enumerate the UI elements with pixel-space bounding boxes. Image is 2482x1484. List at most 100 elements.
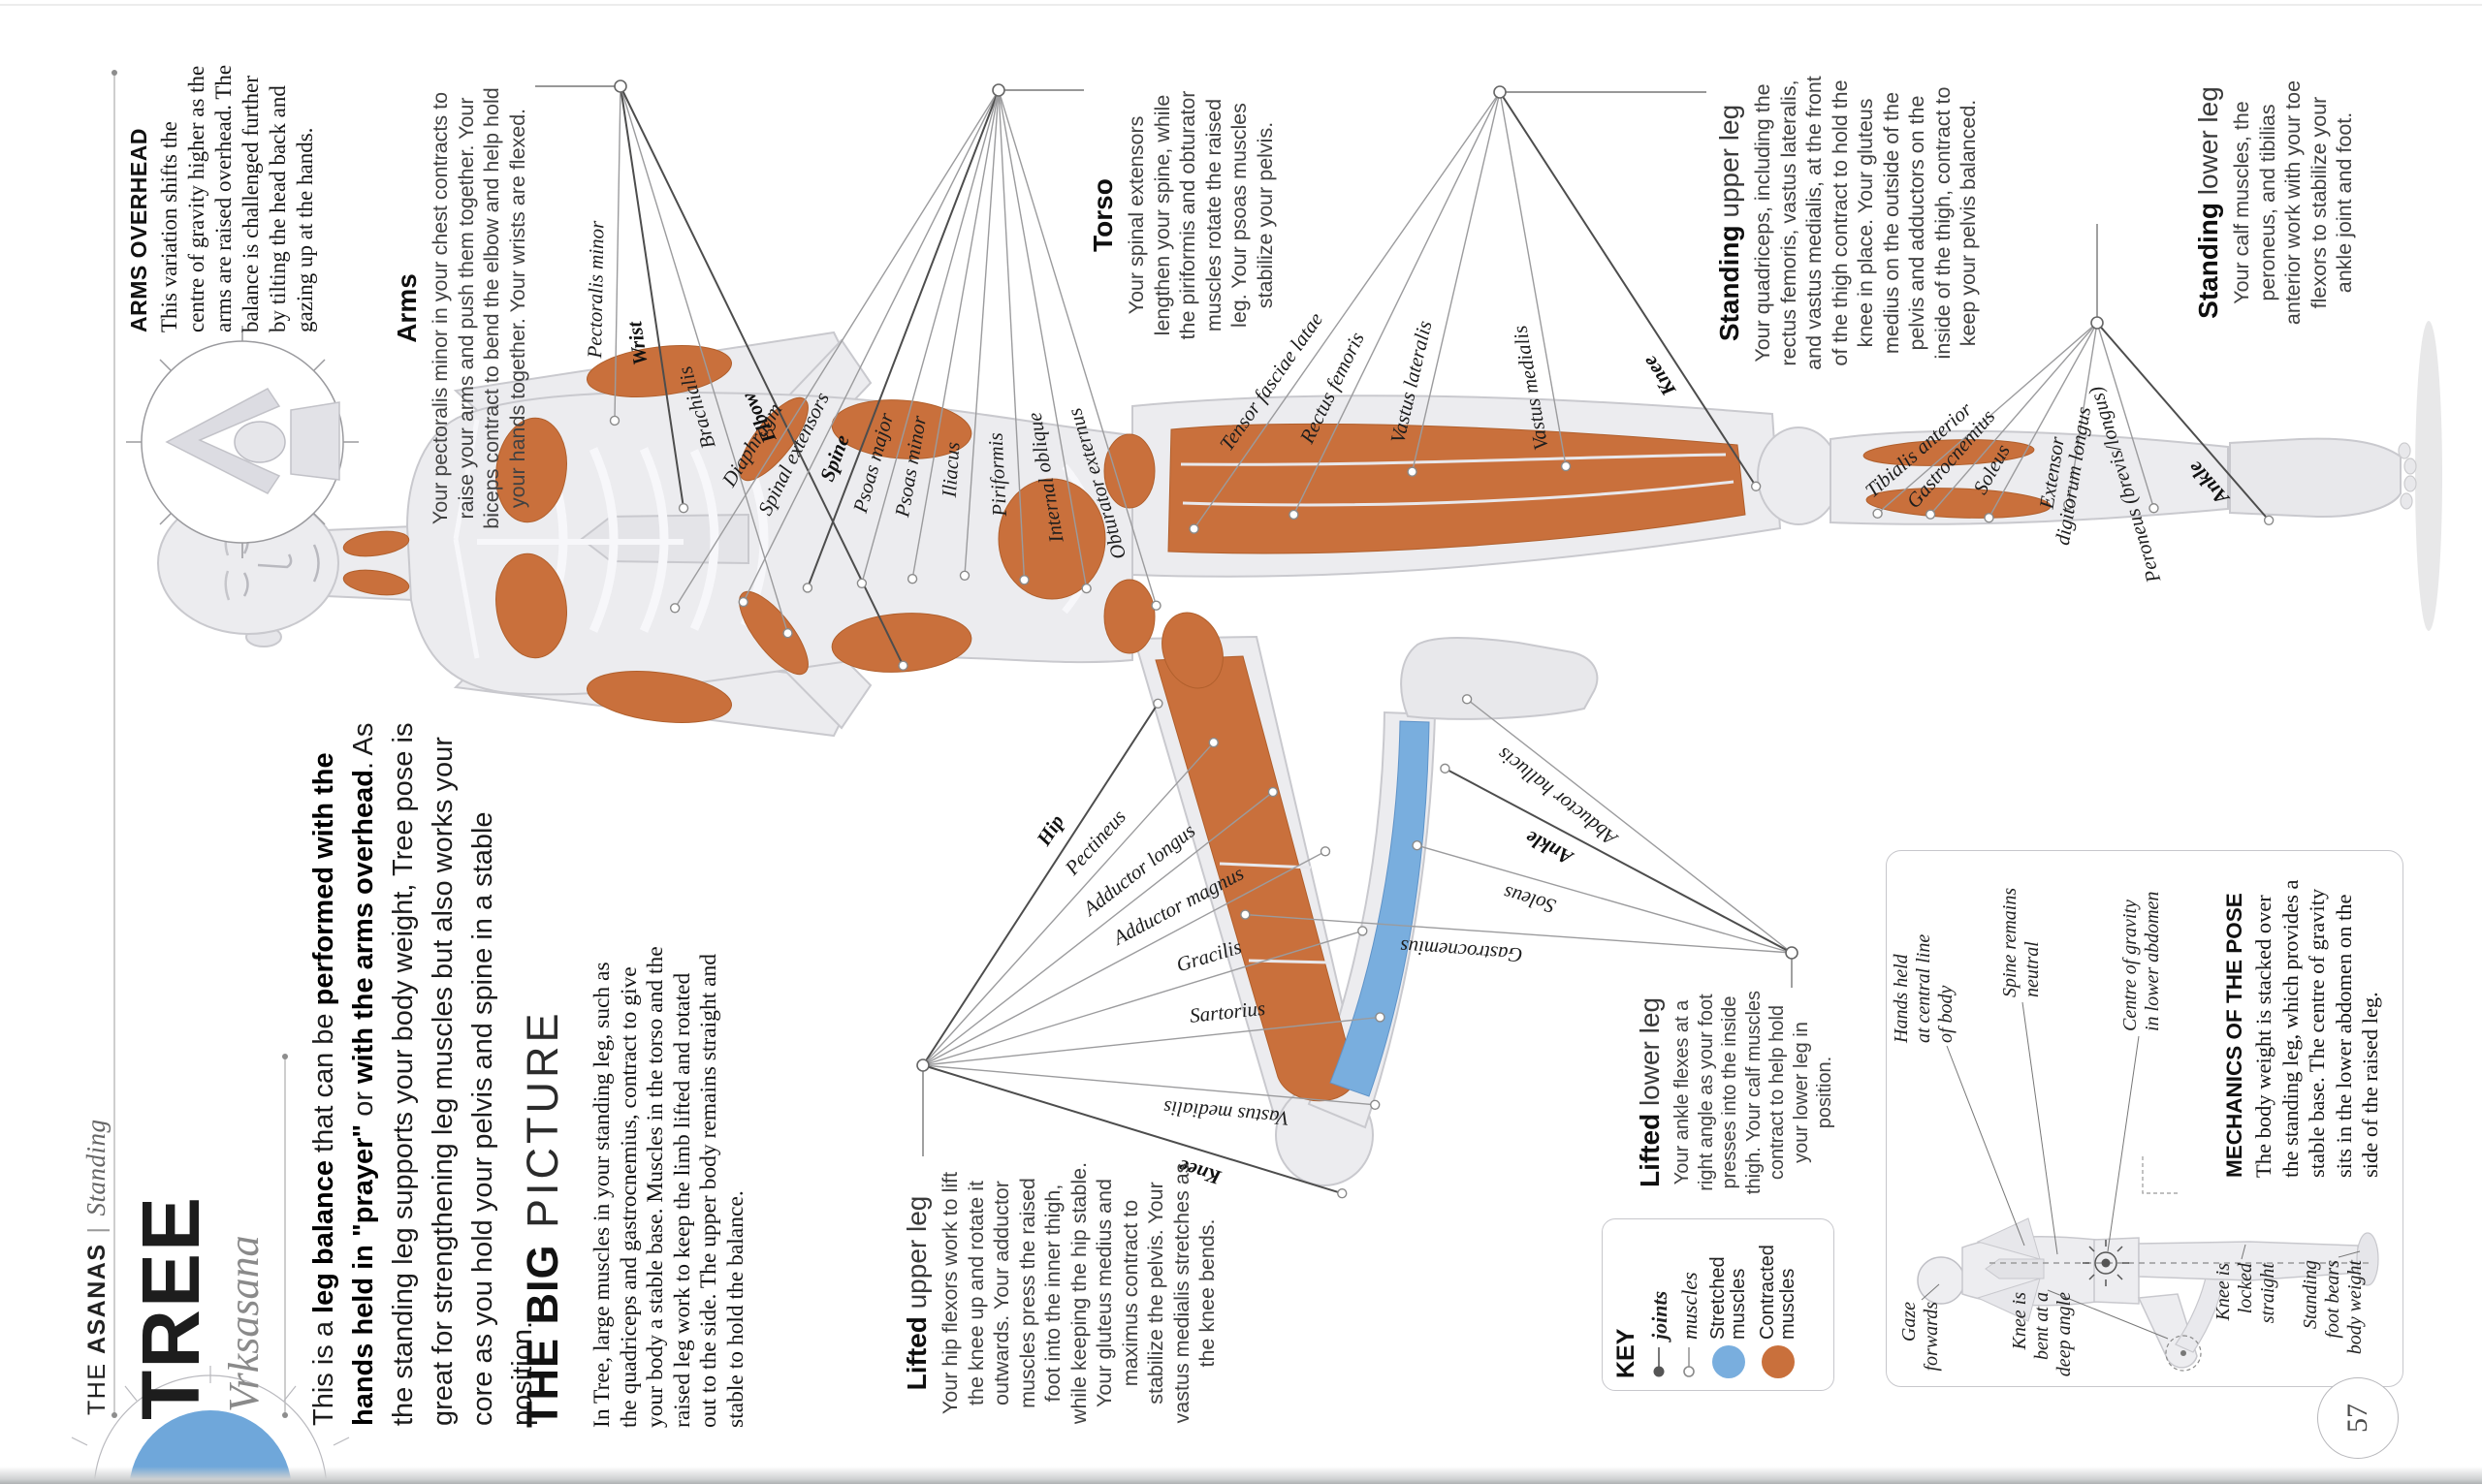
fan-origin [614,79,627,93]
leader-endpoint [1081,583,1092,594]
leader-endpoint [1153,698,1163,709]
leader-endpoint [669,603,681,614]
leader-endpoint [1189,523,1199,534]
big-picture-heading-light: PICTURE [518,1009,567,1245]
leader-line [998,89,1026,581]
key-item-label: joints [1646,1290,1671,1340]
page-edge-shadow [0,1465,2482,1484]
fan-origin [1785,946,1798,960]
leader-line [674,89,1000,609]
muscle-icon [1678,1340,1700,1378]
toes [2398,442,2417,510]
leader-line [1466,698,1793,954]
key-item-contracted: Contracted muscles [1757,1231,1798,1378]
leader-line [614,85,621,421]
leader-line [998,89,1158,606]
leader-line [998,89,1088,589]
fan-origin [2090,316,2104,330]
joint-label: Ankle [1521,826,1577,870]
page-title: TREE [125,1194,216,1420]
leader-line [922,850,1326,1066]
leader-endpoint [2148,503,2159,514]
leader-line [861,89,1000,584]
mech-right-arm [1976,1217,2041,1260]
leader-endpoint [1925,509,1936,520]
leader-line [620,85,905,667]
leader-endpoint [898,660,908,671]
callout-standing-upper-leg-body: Your quadriceps, including the rectus fe… [1751,76,1980,370]
mech-knee-marker [2165,1335,2202,1372]
big-picture-heading: THE BIG PICTURE [518,1009,567,1428]
big-picture-body: In Tree, large muscles in your standing … [589,946,748,1428]
stretched-muscle-swatch-icon [1712,1340,1745,1378]
muscle-label: Soleus [1501,881,1558,918]
mech-label-knee-bent: Knee is bent at a deep angle [2009,1292,2075,1377]
leader-endpoint [1320,846,1331,857]
muscle-label: Abductor hallucis [1492,742,1622,851]
mechanics-heading: MECHANICS OF THE POSE [2222,893,2246,1178]
mech-right-angle-marker [2142,1156,2178,1194]
leader-endpoint [1750,481,1762,491]
mech-label-standing-foot: Standing foot bears body weight [2300,1260,2366,1355]
figure-body [157,321,2442,1186]
callout-lifted-upper-leg: Lifted upper leg Your hip flexors work t… [902,1161,1219,1425]
leader-line [922,1016,1381,1066]
leader-endpoint [802,583,813,593]
inset-chest [290,401,340,481]
variation-heading: ARMS OVERHEAD [126,128,151,332]
leader-endpoint [1412,839,1422,851]
joint-icon [1648,1340,1670,1378]
key-item-label: Contracted muscles [1757,1245,1798,1340]
leader-line [806,89,1000,588]
key-item-muscle: muscles [1676,1231,1702,1378]
leader-line [620,85,685,509]
leader-line [922,703,1160,1066]
fan-origin [1493,85,1507,99]
callout-lifted-lower-leg: Lifted lower leg Your ankle flexes at a … [1635,986,1837,1199]
page-subtitle: Vrksasana [220,1235,268,1412]
rule-end-dots [111,70,288,1418]
fan-origin [916,1058,930,1072]
leader-endpoint [907,574,918,584]
leader-line [922,742,1215,1066]
mech-centre-of-gravity [2083,1240,2129,1286]
callout-lifted-upper-leg-body: Your hip flexors work to lift the knee u… [939,1161,1219,1425]
mech-label-knee-locked: Knee is locked straight [2212,1263,2278,1324]
muscle-label: Piriformis [983,432,1011,518]
leader-endpoint [1208,737,1219,748]
joint-label: Hip [1032,810,1068,850]
mech-prayer-hands [1985,1258,2045,1279]
leader-line [964,89,1000,576]
leader-endpoint [782,628,793,639]
leader-endpoint [1151,600,1161,611]
callout-lifted-lower-leg-body: Your ankle flexes at a right angle as yo… [1671,990,1835,1195]
key-item-label: muscles [1676,1272,1702,1340]
key-item-joint: joints [1646,1231,1671,1378]
leader-line [1499,91,1567,467]
leader-line [922,930,1363,1066]
mech-standing-foot [2356,1232,2379,1286]
leader-line [922,1064,1376,1106]
leader-line [1416,844,1793,954]
leader-line [1245,913,1793,954]
mech-label-hands: Hands held at central line of body [1891,933,1957,1043]
leader-endpoint [738,596,748,608]
key-item-label: Stretched muscles [1707,1256,1749,1340]
muscle-label: Gastrocnemius [1399,935,1523,967]
callout-arms: Arms Your pectoralis minor in your chest… [392,82,530,534]
leader-line [1929,322,2098,516]
leader-line [1988,322,2098,519]
callout-standing-upper-leg: Standing upper leg Your quadriceps, incl… [1714,71,1982,375]
header-rule [113,73,286,1415]
leader-line [1193,91,1501,529]
leader-endpoint [1407,466,1417,477]
leader-endpoint [678,502,689,514]
leader-endpoint [959,570,971,581]
margin-circle-decoration [71,1366,350,1484]
leader-endpoint [1461,694,1473,705]
page-number: 57 [2317,1377,2399,1459]
header-series-bold: ASANAS [83,1243,111,1355]
key-title: KEY [1612,1328,1639,1378]
